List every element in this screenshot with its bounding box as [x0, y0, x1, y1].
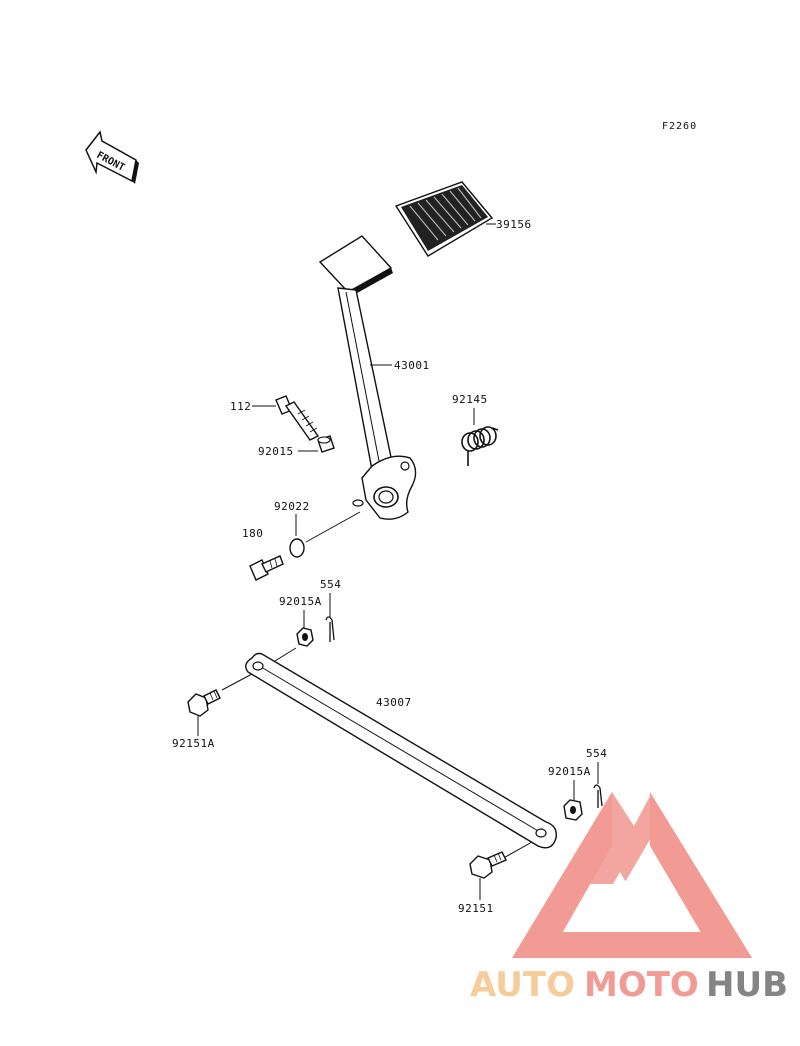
bolt-lower-92151: [469, 851, 507, 879]
cotter-pin-upper-554: [325, 616, 335, 642]
front-arrow-icon: FRONT: [85, 130, 139, 184]
figure-code: F2260: [662, 121, 697, 132]
label-112: 112: [230, 400, 251, 413]
nut-upper-92015A: [296, 627, 314, 647]
brake-rod-43007: [245, 652, 557, 849]
label-92145: 92145: [452, 393, 488, 406]
bolt-left-92151A: [187, 689, 221, 717]
automotohub-logo: AUTO MOTO HUB: [470, 792, 788, 1005]
label-92015: 92015: [258, 445, 294, 458]
return-spring-92145: [461, 426, 499, 466]
bolt-180: [249, 555, 284, 581]
nut-lower-92015A: [563, 799, 583, 821]
label-92015A-upper: 92015A: [279, 595, 322, 608]
label-92151A: 92151A: [172, 737, 215, 750]
logo-word-hub: HUB: [706, 965, 788, 1005]
label-92015A-lower: 92015A: [548, 765, 591, 778]
label-92151: 92151: [458, 902, 494, 915]
label-554-lower: 554: [586, 747, 607, 760]
washer-92022: [289, 538, 305, 558]
pivot-bolt-112: [275, 395, 320, 441]
logo-word-auto: AUTO: [470, 965, 575, 1005]
label-43001: 43001: [394, 359, 430, 372]
label-39156: 39156: [496, 218, 532, 231]
pivot-collar-92015: [317, 435, 335, 453]
label-180: 180: [242, 527, 263, 540]
pedal-pad-39156: [394, 181, 496, 257]
label-92022: 92022: [274, 500, 310, 513]
cotter-pin-lower-554: [593, 784, 603, 808]
label-43007: 43007: [376, 696, 412, 709]
brake-pedal-43001: [318, 235, 417, 520]
logo-word-moto: MOTO: [584, 965, 699, 1005]
label-554-upper: 554: [320, 578, 341, 591]
